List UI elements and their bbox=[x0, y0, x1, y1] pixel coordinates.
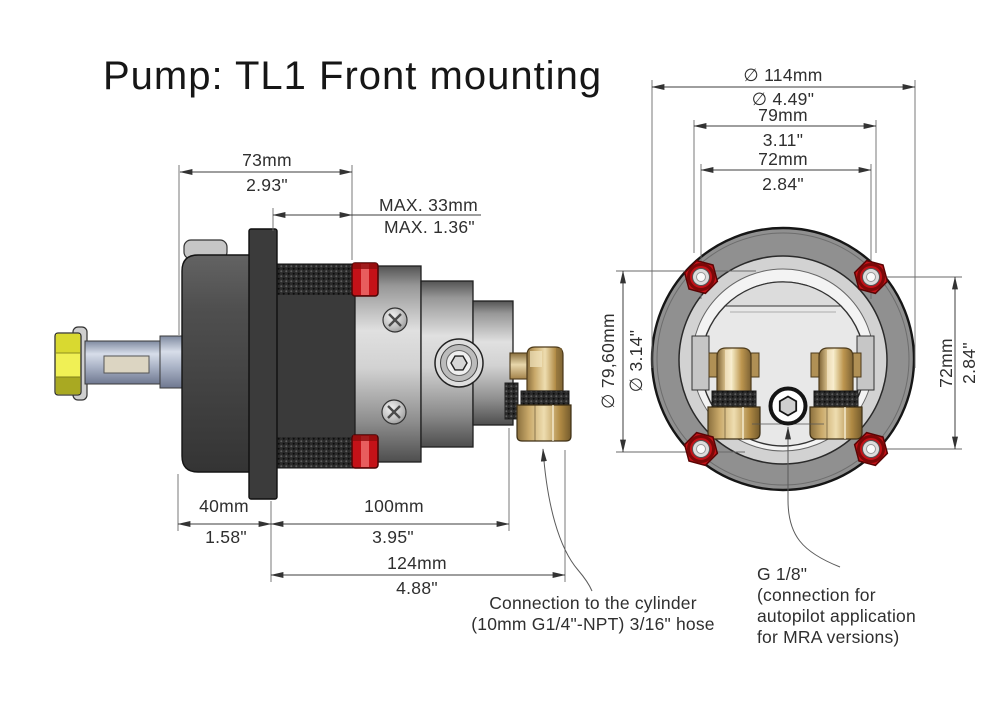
dim-100mm-inch-label: 3.95" bbox=[372, 527, 414, 547]
brass-fitting-left bbox=[707, 347, 761, 440]
mounting-flange bbox=[248, 228, 278, 500]
front-view-dimensions: ∅ 114mm ∅ 4.49" 79mm 3.11" 72mm 2.84" ∅ … bbox=[598, 65, 979, 647]
dim-max33-label: MAX. 33mm bbox=[379, 195, 478, 215]
cylinder-connection-note-line2: (10mm G1/4"-NPT) 3/16" hose bbox=[471, 614, 714, 634]
center-hex-screw bbox=[768, 386, 808, 426]
pump-front-view bbox=[616, 120, 962, 492]
shaft-yellow-nut bbox=[54, 332, 82, 396]
dim-dia7960-inch-label: ∅ 3.14" bbox=[626, 330, 646, 392]
flange-inner-line bbox=[656, 232, 910, 486]
dim-73mm-label: 73mm bbox=[242, 150, 292, 170]
bleed-fitting-bottom bbox=[351, 434, 379, 469]
dim-max33-inch-label: MAX. 1.36" bbox=[384, 217, 475, 237]
dim-79mm-label: 79mm bbox=[758, 105, 808, 125]
dim-72mm-right-label: 72mm bbox=[936, 338, 956, 388]
page-title: Pump: TL1 Front mounting bbox=[103, 54, 602, 98]
port-knurl bbox=[504, 382, 519, 420]
hex-socket-bolt bbox=[434, 338, 484, 388]
cylinder-connection-note-line1: Connection to the cylinder bbox=[489, 593, 697, 613]
shaft-collar bbox=[159, 335, 184, 389]
front-housing bbox=[181, 254, 256, 473]
dim-100mm-label: 100mm bbox=[364, 496, 424, 516]
shaft-keyway bbox=[103, 355, 150, 374]
dim-dia114-inch-label: ∅ 4.49" bbox=[752, 89, 814, 109]
g18-note-line2: (connection for bbox=[757, 585, 876, 605]
body-section-1 bbox=[354, 265, 422, 463]
g18-note-line3: autopilot application bbox=[757, 606, 916, 626]
dim-dia7960-label: ∅ 79,60mm bbox=[598, 313, 618, 409]
dim-124mm-label: 124mm bbox=[387, 553, 447, 573]
bleed-fitting-top bbox=[351, 262, 379, 297]
pump-side-view bbox=[54, 228, 572, 500]
knurled-cylinder bbox=[275, 263, 357, 469]
bore-top-segment bbox=[723, 281, 843, 307]
dim-79mm-inch-label: 3.11" bbox=[763, 130, 803, 150]
dim-72mm-top-inch-label: 2.84" bbox=[762, 174, 804, 194]
side-view-dimensions: 73mm 2.93" MAX. 33mm MAX. 1.36" 40mm 1.5… bbox=[177, 150, 715, 634]
phillips-screw-top bbox=[382, 307, 408, 333]
g18-note-line4: for MRA versions) bbox=[757, 627, 899, 647]
brass-fitting-right bbox=[809, 347, 863, 440]
dim-40mm-label: 40mm bbox=[199, 496, 249, 516]
dim-124mm-inch-label: 4.88" bbox=[396, 578, 438, 598]
dim-72mm-right-inch-label: 2.84" bbox=[959, 342, 979, 384]
dim-40mm-inch-label: 1.58" bbox=[205, 527, 247, 547]
dim-73mm-inch-label: 2.93" bbox=[246, 175, 288, 195]
phillips-screw-bottom bbox=[381, 399, 407, 425]
g18-note-line1: G 1/8" bbox=[757, 564, 807, 584]
dim-72mm-top-label: 72mm bbox=[758, 149, 808, 169]
dim-dia114-label: ∅ 114mm bbox=[743, 65, 822, 85]
side-tab-left bbox=[691, 335, 710, 391]
elbow-fitting bbox=[509, 346, 572, 442]
